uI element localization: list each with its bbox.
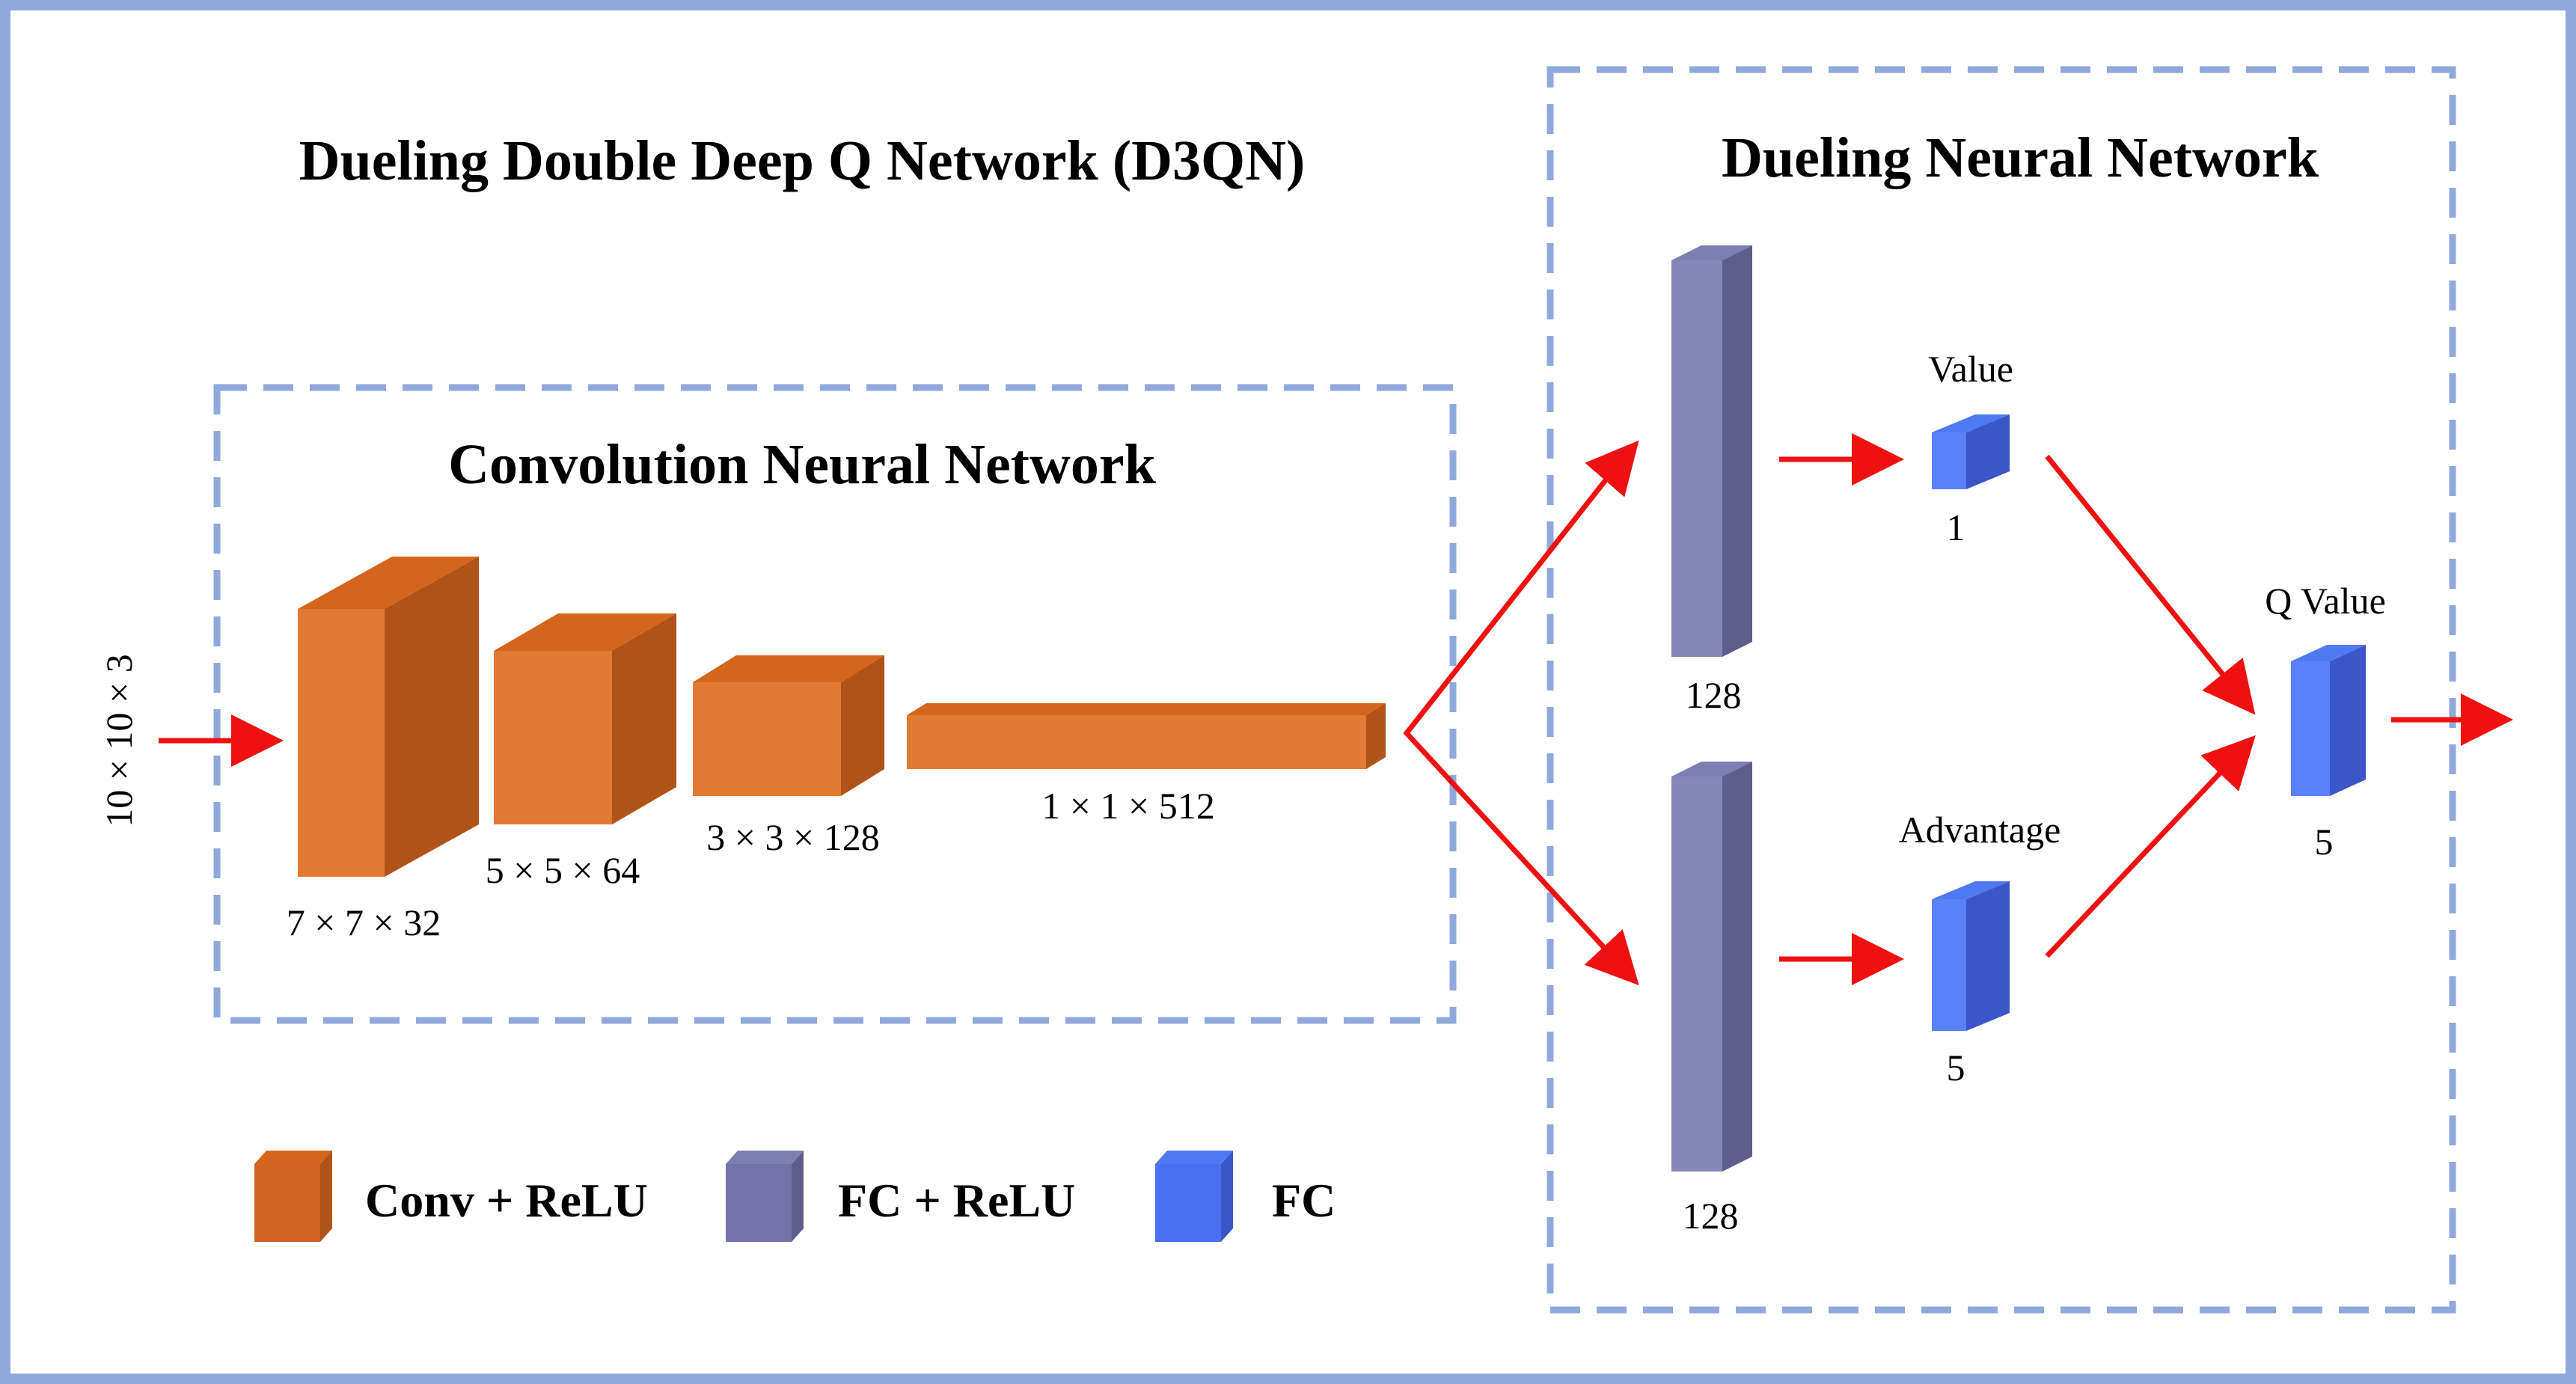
orange-cube-icon	[254, 1151, 332, 1242]
dueling-dashed-box	[1546, 66, 2456, 1314]
conv-layer-3-label: 3 × 3 × 128	[706, 816, 879, 858]
legend-fc-relu-label: FC + ReLU	[838, 1174, 1075, 1227]
input-size-label: 10 × 10 × 3	[98, 654, 140, 827]
purple-cube-icon	[726, 1151, 804, 1242]
conv-layer-2-label: 5 × 5 × 64	[486, 849, 640, 891]
legend-fc-label: FC	[1272, 1174, 1336, 1227]
dueling-title: Dueling Neural Network	[1722, 126, 2319, 189]
advantage-block	[1932, 881, 2010, 1031]
conv-layer-4-block	[907, 703, 1386, 769]
value-block	[1932, 414, 2010, 489]
conv-layer-2-block	[494, 613, 676, 824]
legend-conv-relu-label: Conv + ReLU	[365, 1174, 648, 1227]
arrow-to-lower-fc	[1584, 929, 1639, 986]
split-lines	[1403, 444, 1635, 981]
value-title: Value	[1928, 348, 2013, 390]
arrow-advantage-to-q	[2045, 735, 2256, 958]
advantage-title: Advantage	[1899, 809, 2061, 851]
q-value-block	[2291, 645, 2366, 796]
arrow-value-to-q	[2045, 454, 2256, 715]
cnn-title: Convolution Neural Network	[448, 433, 1157, 496]
fc-lower-label: 128	[1683, 1195, 1739, 1237]
conv-layer-4-label: 1 × 1 × 512	[1041, 785, 1214, 827]
advantage-size-label: 5	[1947, 1047, 1965, 1088]
main-title: Dueling Double Deep Q Network (D3QN)	[299, 129, 1306, 192]
value-size-label: 1	[1947, 506, 1965, 548]
q-value-title: Q Value	[2265, 580, 2386, 622]
arrow-to-upper-fc	[1585, 440, 1639, 497]
fc-upper-label: 128	[1686, 674, 1742, 716]
q-value-size-label: 5	[2315, 821, 2334, 863]
conv-layer-3-block	[693, 655, 884, 796]
conv-layer-1-block	[298, 557, 479, 877]
fc-lower-block	[1671, 762, 1752, 1172]
cnn-dashed-box	[213, 384, 1457, 1024]
fc-upper-block	[1671, 245, 1752, 657]
conv-layer-1-label: 7 × 7 × 32	[287, 901, 441, 943]
blue-cube-icon	[1155, 1151, 1233, 1242]
legend: Conv + ReLU FC + ReLU FC	[254, 1151, 1336, 1242]
